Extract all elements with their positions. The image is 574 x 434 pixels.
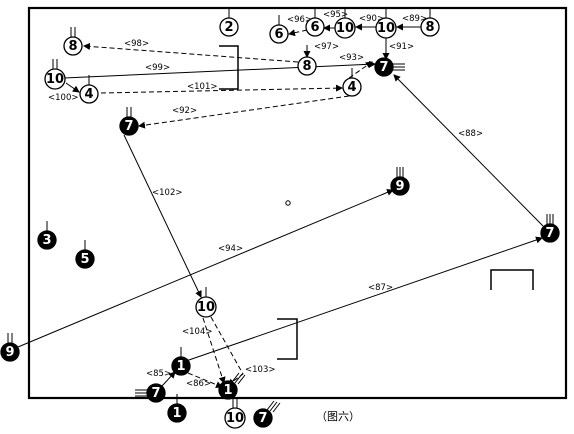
pass-line-99 [63, 60, 376, 79]
player-number: 6 [274, 27, 283, 42]
player-white-6: 6 [305, 8, 325, 37]
pass-label-88: <88> [458, 129, 483, 139]
pass-label-85: <85> [146, 369, 171, 379]
pass-label-104: <104> [182, 327, 212, 337]
player-black-7: 7 [119, 107, 139, 136]
pass-label-91: <91> [389, 42, 414, 52]
player-white-10: 10 [224, 398, 246, 429]
pass-line-93 [348, 61, 373, 79]
pass-line-85 [161, 371, 176, 387]
pass-label-96: <96> [287, 15, 312, 25]
player-black-5: 5 [75, 240, 95, 269]
pass-label-93: <93> [339, 53, 364, 63]
pass-line-103 [210, 316, 244, 386]
bottom-goal-area [277, 318, 298, 360]
player-black-1: 1 [171, 347, 191, 376]
pass-label-101: <101> [187, 82, 217, 92]
pass-label-102: <102> [152, 188, 182, 198]
player-white-6: 6 [269, 15, 289, 44]
player-black-7: 7 [253, 400, 281, 428]
pass-line-87 [185, 236, 543, 362]
player-number: 10 [46, 72, 64, 87]
player-white-8: 8 [63, 27, 83, 56]
pass-label-99: <99> [145, 63, 170, 73]
player-white-4: 4 [342, 68, 362, 97]
pass-line-98 [83, 42, 299, 63]
player-number: 8 [302, 59, 311, 74]
player-number: 10 [197, 300, 215, 315]
pass-line-88 [393, 74, 544, 227]
player-black-7: 7 [374, 57, 405, 77]
pass-line-86 [187, 372, 223, 388]
center-spot [285, 200, 291, 206]
pass-line-92 [138, 95, 350, 129]
pass-line-96 [288, 29, 308, 37]
player-black-7: 7 [135, 383, 166, 403]
player-black-1: 1 [218, 372, 246, 400]
player-white-8: 8 [420, 8, 440, 37]
player-number: 7 [151, 386, 160, 401]
pass-line-101 [100, 84, 343, 94]
pass-line-102 [123, 134, 202, 298]
player-number: 8 [425, 20, 434, 35]
player-white-10: 10 [375, 8, 397, 39]
player-number: 1 [176, 359, 185, 374]
player-white-4: 4 [79, 75, 99, 104]
player-number: 4 [347, 80, 356, 95]
pass-line-94 [17, 189, 394, 348]
player-number: 1 [172, 406, 181, 421]
player-black-9: 9 [0, 333, 20, 362]
pass-labels: <85> <86> <87> <88> <89> <90> <91> <92> <93> <94>… [48, 10, 483, 389]
player-number: 7 [124, 119, 133, 134]
player-number: 7 [258, 411, 267, 426]
player-number: 6 [310, 20, 319, 35]
player-number: 7 [379, 60, 388, 75]
player-white-8: 8 [297, 47, 317, 76]
player-black-9: 9 [390, 167, 410, 196]
player-black-3: 3 [37, 221, 57, 250]
figure-caption: （图六） [316, 410, 360, 423]
pass-label-98: <98> [124, 39, 149, 49]
player-number: 4 [84, 87, 93, 102]
pass-label-94: <94> [218, 244, 243, 254]
player-number: 10 [226, 411, 244, 426]
pass-label-87: <87> [368, 283, 393, 293]
player-white-2: 2 [219, 8, 239, 37]
right-goal-area [490, 269, 534, 290]
player-number: 1 [223, 383, 232, 398]
pass-label-92: <92> [172, 106, 197, 116]
player-white-10: 10 [195, 287, 217, 318]
pass-label-86: <86> [186, 379, 211, 389]
pass-line-104 [202, 317, 226, 384]
player-number: 10 [336, 21, 354, 36]
pitch-boundary [27, 6, 568, 400]
pass-lines [17, 23, 544, 388]
pass-label-100: <100> [48, 93, 78, 103]
player-black-1: 1 [167, 394, 187, 423]
player-black-7: 7 [540, 214, 560, 243]
pass-label-90: <90> [359, 14, 384, 24]
pass-label-103: <103> [245, 365, 275, 375]
player-number: 7 [545, 226, 554, 241]
player-number: 5 [80, 252, 89, 267]
player-number: 3 [42, 233, 51, 248]
pass-label-95: <95> [323, 10, 348, 20]
player-number: 8 [68, 39, 77, 54]
pass-line-100 [65, 82, 80, 93]
top-goal-area [219, 45, 239, 90]
pass-label-97: <97> [314, 42, 339, 52]
player-number: 10 [377, 21, 395, 36]
player-number: 9 [395, 179, 404, 194]
player-white-10: 10 [334, 8, 356, 39]
pass-label-89: <89> [402, 14, 427, 24]
player-number: 9 [5, 345, 14, 360]
player-white-10: 10 [44, 59, 66, 90]
player-number: 2 [224, 20, 233, 35]
